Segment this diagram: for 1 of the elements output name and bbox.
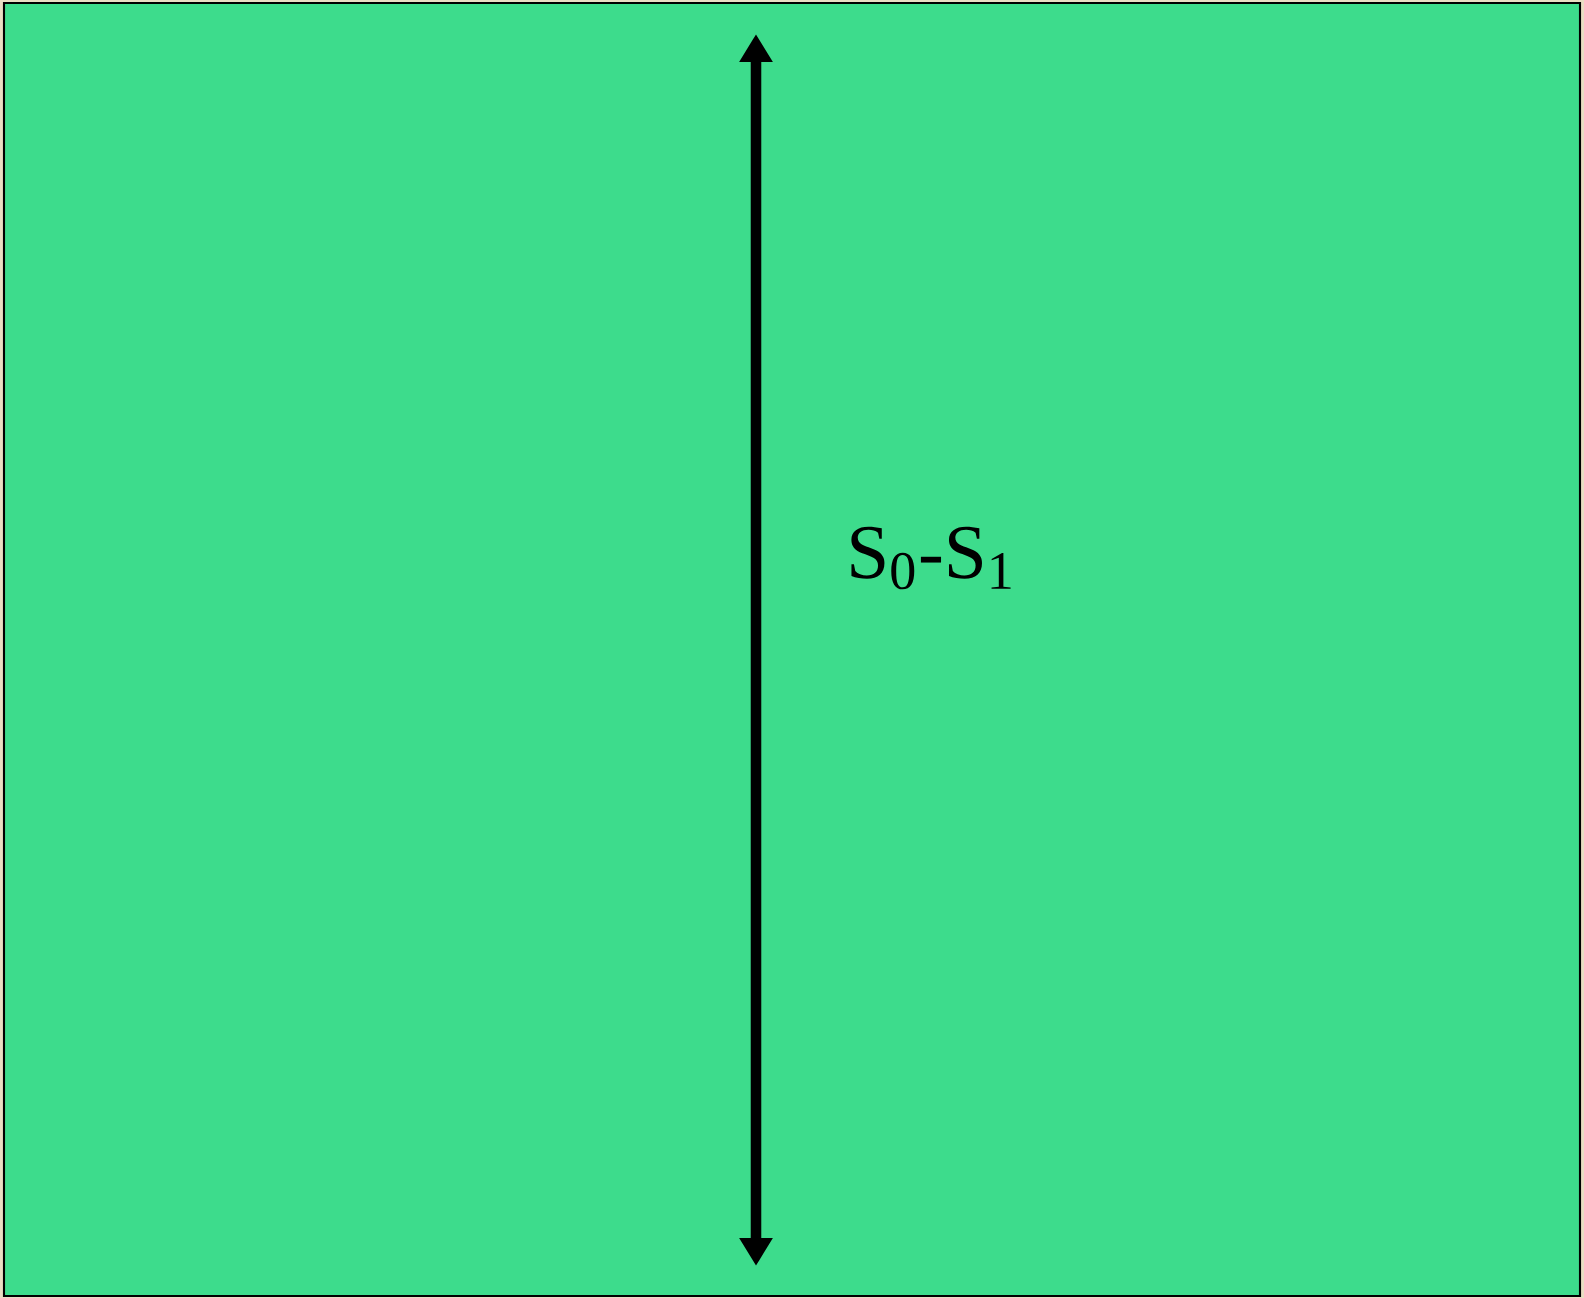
gap-label: S$_{0}$-S$_{1}$	[851, 526, 1011, 590]
